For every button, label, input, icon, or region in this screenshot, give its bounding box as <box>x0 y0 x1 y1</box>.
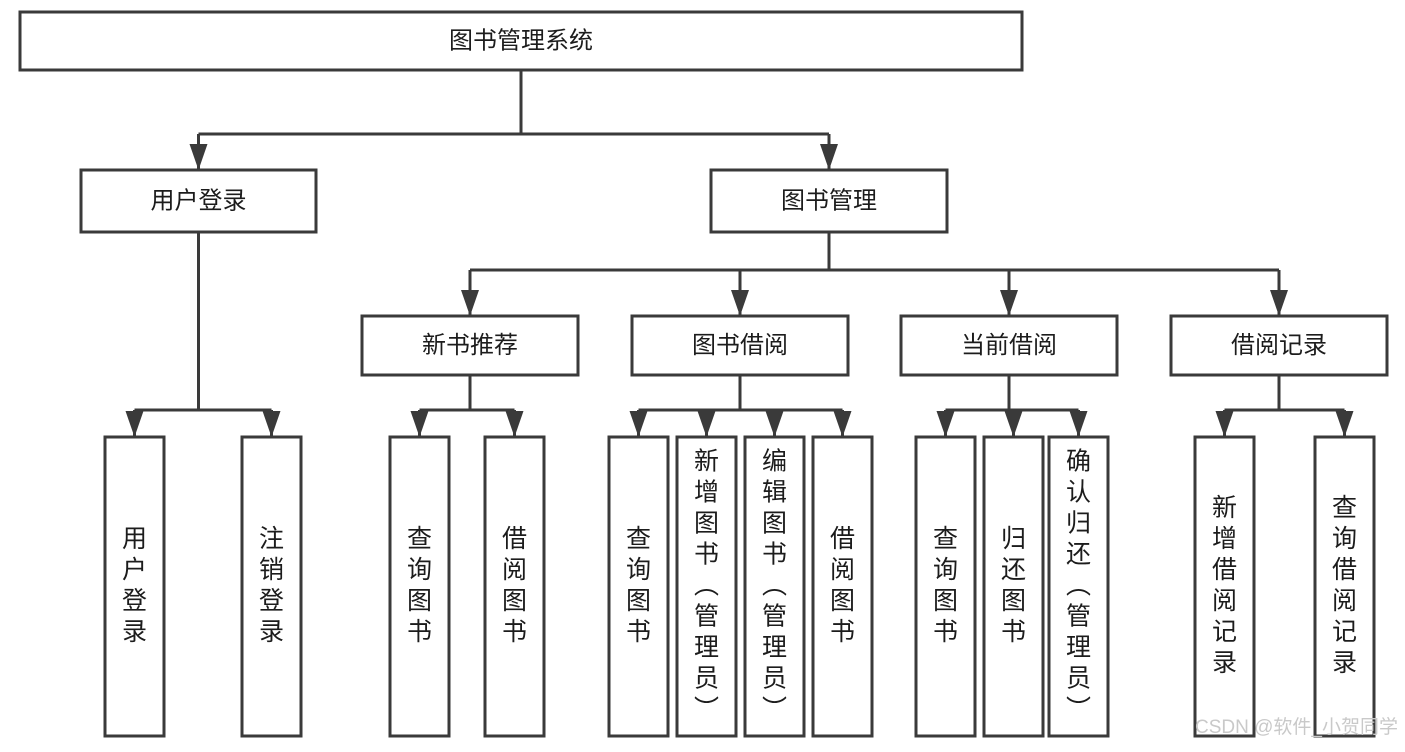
node-leaf-borrow-book-recommend[interactable]: 借阅图书 <box>483 435 546 738</box>
arrowhead-icon-leaf-confirm-return <box>1069 411 1088 437</box>
node-leaf-borrow-book[interactable]: 借阅图书 <box>811 435 874 738</box>
node-label-leaf-edit-book: 编辑图书︵管理员︶ <box>762 448 787 724</box>
node-book-borrow[interactable]: 图书借阅 <box>630 314 850 377</box>
node-leaf-logout[interactable]: 注销登录 <box>240 435 303 738</box>
node-box-user-login[interactable] <box>79 168 318 234</box>
node-box-root[interactable] <box>18 10 1024 72</box>
node-leaf-user-login[interactable]: 用户登录 <box>103 435 166 738</box>
node-box-leaf-user-login[interactable] <box>103 435 166 738</box>
node-user-login[interactable]: 用户登录 <box>79 168 318 234</box>
node-box-leaf-borrow-book-recommend[interactable] <box>483 435 546 738</box>
node-box-leaf-return-book[interactable] <box>982 435 1045 738</box>
node-new-book-recommend[interactable]: 新书推荐 <box>360 314 580 377</box>
node-leaf-edit-book[interactable]: 编辑图书︵管理员︶ <box>743 435 806 738</box>
arrowhead-icon-leaf-add-book <box>697 411 716 437</box>
node-box-leaf-borrow-book[interactable] <box>811 435 874 738</box>
arrowhead-icon-current-borrow <box>1000 290 1018 316</box>
node-label-book-borrow: 图书借阅 <box>692 332 788 359</box>
csdn-watermark: CSDN @软件_小贺同学 <box>1195 716 1398 738</box>
node-current-borrow[interactable]: 当前借阅 <box>899 314 1119 377</box>
arrowhead-icon-new-book-recommend <box>461 290 479 316</box>
node-leaf-query-book-current[interactable]: 查询图书 <box>914 435 977 738</box>
node-label-leaf-return-book: 归还图书 <box>1001 525 1026 646</box>
arrowhead-icon-leaf-borrow-book <box>833 411 852 437</box>
node-box-book-management[interactable] <box>709 168 949 234</box>
arrowhead-icon-leaf-logout <box>262 411 281 437</box>
node-label-leaf-borrow-book: 借阅图书 <box>830 525 855 646</box>
node-label-leaf-query-book-borrow: 查询图书 <box>626 525 651 646</box>
node-box-leaf-query-book-recommend[interactable] <box>388 435 451 738</box>
node-root[interactable]: 图书管理系统 <box>18 10 1024 72</box>
node-box-leaf-query-borrow-record[interactable] <box>1313 435 1376 738</box>
node-book-management[interactable]: 图书管理 <box>709 168 949 234</box>
arrowhead-icon-leaf-query-borrow-record <box>1335 411 1354 437</box>
node-box-leaf-add-borrow-record[interactable] <box>1193 435 1256 738</box>
node-label-book-management: 图书管理 <box>781 187 877 214</box>
node-label-leaf-logout: 注销登录 <box>259 525 284 646</box>
node-label-leaf-query-book-current: 查询图书 <box>933 525 958 646</box>
node-leaf-query-book-recommend[interactable]: 查询图书 <box>388 435 451 738</box>
arrowhead-icon-book-management <box>820 144 838 170</box>
node-label-leaf-query-book-recommend: 查询图书 <box>407 525 432 646</box>
arrowhead-icon-leaf-query-book-current <box>936 411 955 437</box>
node-leaf-return-book[interactable]: 归还图书 <box>982 435 1045 738</box>
node-box-book-borrow[interactable] <box>630 314 850 377</box>
node-label-leaf-add-borrow-record: 新增借阅记录 <box>1212 494 1237 677</box>
arrowhead-icon-borrow-record <box>1270 290 1288 316</box>
node-box-leaf-query-book-borrow[interactable] <box>607 435 670 738</box>
nodes-layer: 图书管理系统用户登录图书管理新书推荐图书借阅当前借阅借阅记录用户登录注销登录查询… <box>18 10 1389 738</box>
node-label-new-book-recommend: 新书推荐 <box>422 332 518 359</box>
arrowhead-icon-leaf-add-borrow-record <box>1215 411 1234 437</box>
node-box-leaf-query-book-current[interactable] <box>914 435 977 738</box>
node-label-current-borrow: 当前借阅 <box>961 332 1057 359</box>
arrowhead-icon-leaf-return-book <box>1004 411 1023 437</box>
node-label-leaf-query-borrow-record: 查询借阅记录 <box>1332 494 1357 677</box>
node-label-leaf-borrow-book-recommend: 借阅图书 <box>502 525 527 646</box>
node-label-user-login: 用户登录 <box>151 187 247 214</box>
node-label-leaf-add-book: 新增图书︵管理员︶ <box>694 448 719 724</box>
node-label-borrow-record: 借阅记录 <box>1231 332 1327 359</box>
node-leaf-query-book-borrow[interactable]: 查询图书 <box>607 435 670 738</box>
node-leaf-add-book[interactable]: 新增图书︵管理员︶ <box>675 435 738 738</box>
node-box-borrow-record[interactable] <box>1169 314 1389 377</box>
node-leaf-confirm-return[interactable]: 确认归还︵管理员︶ <box>1047 435 1110 738</box>
arrowhead-icon-leaf-edit-book <box>765 411 784 437</box>
node-label-root: 图书管理系统 <box>449 27 593 54</box>
node-box-leaf-add-book[interactable] <box>675 435 738 738</box>
arrowhead-icon-leaf-query-book-recommend <box>410 411 429 437</box>
arrowhead-icon-user-login <box>189 144 208 170</box>
node-label-leaf-user-login: 用户登录 <box>122 525 147 646</box>
node-box-leaf-logout[interactable] <box>240 435 303 738</box>
arrowhead-icon-leaf-user-login <box>125 411 144 437</box>
arrowhead-icon-book-borrow <box>731 290 749 316</box>
node-borrow-record[interactable]: 借阅记录 <box>1169 314 1389 377</box>
node-box-current-borrow[interactable] <box>899 314 1119 377</box>
node-leaf-add-borrow-record[interactable]: 新增借阅记录 <box>1193 435 1256 738</box>
connectors-layer <box>125 70 1354 437</box>
node-label-leaf-confirm-return: 确认归还︵管理员︶ <box>1066 448 1091 724</box>
node-leaf-query-borrow-record[interactable]: 查询借阅记录 <box>1313 435 1376 738</box>
arrowhead-icon-leaf-query-book-borrow <box>629 411 648 437</box>
node-box-new-book-recommend[interactable] <box>360 314 580 377</box>
node-box-leaf-edit-book[interactable] <box>743 435 806 738</box>
node-box-leaf-confirm-return[interactable] <box>1047 435 1110 738</box>
arrowhead-icon-leaf-borrow-book-recommend <box>505 411 524 437</box>
